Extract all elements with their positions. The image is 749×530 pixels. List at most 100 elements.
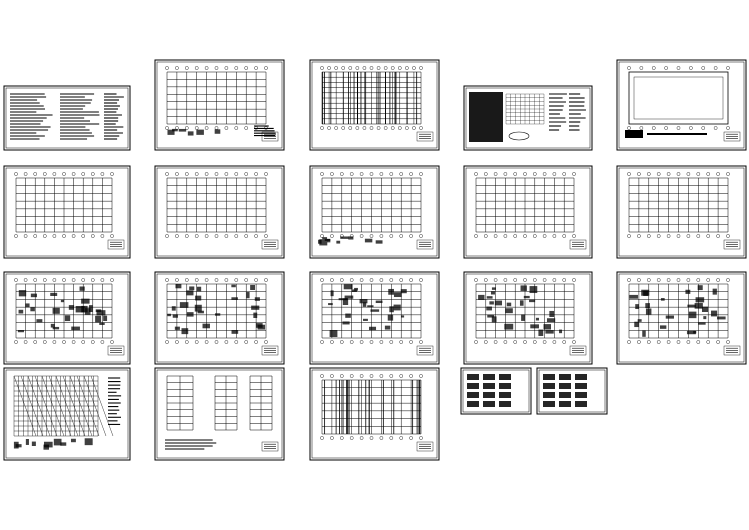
room-annotation <box>88 305 93 312</box>
axis-bubble <box>165 278 169 282</box>
sheet-inner-border <box>156 273 283 363</box>
room-annotation <box>75 306 85 313</box>
axis-bubble <box>100 278 105 282</box>
axis-bubble <box>14 234 18 238</box>
axis-bubble <box>503 234 508 238</box>
axis-bubble <box>389 172 394 176</box>
axis-bubble <box>14 340 18 344</box>
sheet-inner-border <box>311 273 438 363</box>
axis-bubble <box>562 234 567 238</box>
room-annotation <box>717 316 726 320</box>
axis-bubble <box>656 172 661 176</box>
room-annotation <box>329 330 338 338</box>
room-annotation <box>367 305 374 308</box>
drawing-sheet-s11[interactable] <box>3 271 131 365</box>
room-annotation <box>71 326 80 331</box>
axis-bubble <box>664 66 668 70</box>
room-annotation <box>246 292 250 299</box>
axis-bubble <box>234 278 239 282</box>
axis-bubble <box>409 172 413 176</box>
sheet-inner-border <box>465 273 591 363</box>
title-block <box>261 131 279 142</box>
axis-bubble <box>627 66 631 70</box>
axis-bubble <box>676 172 681 176</box>
axis-bubble <box>572 234 576 238</box>
drawing-sheet-s19[interactable] <box>460 367 532 415</box>
room-annotation <box>393 292 402 298</box>
drawing-sheet-s08[interactable] <box>309 165 440 259</box>
title-block <box>107 239 125 250</box>
drawing-sheet-s01[interactable] <box>3 85 131 151</box>
axis-bubble <box>349 374 354 378</box>
axis-bubble <box>627 234 631 238</box>
drawing-sheet-s03[interactable] <box>309 59 440 151</box>
axis-bubble <box>419 374 423 378</box>
axis-bubble <box>379 436 384 440</box>
axis-bubble <box>214 234 219 238</box>
axis-bubble <box>676 66 681 70</box>
title-block <box>416 345 434 356</box>
axis-bubble <box>204 278 209 282</box>
axis-bubble <box>33 172 38 176</box>
detail-cell <box>543 374 555 380</box>
room-annotation <box>196 129 204 135</box>
axis-bubble <box>355 126 360 130</box>
drawing-sheet-s17[interactable] <box>154 367 285 461</box>
axis-bubble <box>204 126 209 130</box>
axis-bubble <box>369 340 374 344</box>
drawing-sheet-s18[interactable] <box>309 367 440 461</box>
sheet-inner-border <box>465 87 591 149</box>
drawing-sheet-s12[interactable] <box>154 271 285 365</box>
drawing-sheet-s06[interactable] <box>3 165 131 259</box>
drawing-sheet-s16[interactable] <box>3 367 131 461</box>
axis-bubble <box>676 234 681 238</box>
axis-bubble <box>572 278 576 282</box>
detail-cell <box>483 374 495 380</box>
sheet-inner-border <box>156 369 283 459</box>
room-annotation <box>519 300 524 306</box>
axis-bubble <box>533 278 537 282</box>
drawing-sheet-s14[interactable] <box>463 271 593 365</box>
drawing-sheet-s20[interactable] <box>536 367 608 415</box>
room-annotation <box>231 284 236 288</box>
axis-bubble <box>389 234 394 238</box>
room-annotation <box>375 300 383 304</box>
axis-bubble <box>562 340 567 344</box>
axis-bubble <box>165 126 169 130</box>
drawing-sheet-s02[interactable] <box>154 59 285 151</box>
axis-bubble <box>656 278 661 282</box>
axis-bubble <box>14 172 18 176</box>
room-annotation <box>324 238 331 241</box>
room-annotation <box>197 310 204 314</box>
room-annotation <box>543 324 552 330</box>
axis-bubble <box>339 172 344 176</box>
room-annotation <box>523 295 530 299</box>
axis-bubble <box>81 340 85 344</box>
axis-bubble <box>399 340 404 344</box>
drawing-sheet-s10[interactable] <box>616 165 747 259</box>
drawing-sheet-s07[interactable] <box>154 165 285 259</box>
room-annotation <box>17 330 24 333</box>
axis-bubble <box>175 234 179 238</box>
axis-bubble <box>666 340 671 344</box>
drawing-sheet-s09[interactable] <box>463 165 593 259</box>
axis-bubble <box>376 66 381 70</box>
room-annotation <box>172 128 178 132</box>
axis-bubble <box>91 278 95 282</box>
axis-bubble <box>383 126 388 130</box>
rebar-line <box>62 375 86 437</box>
room-annotation <box>175 284 182 289</box>
drawing-sheet-s13[interactable] <box>309 271 440 365</box>
axis-bubble <box>320 436 324 440</box>
detail-cell <box>499 374 511 380</box>
drawing-sheet-s05[interactable] <box>616 59 747 151</box>
drawing-sheet-s15[interactable] <box>616 271 747 365</box>
sheet-inner-border <box>5 167 129 257</box>
roof-outline <box>628 71 729 125</box>
room-annotation <box>701 306 709 313</box>
detail-cell <box>543 401 555 407</box>
axis-bubble <box>43 278 47 282</box>
drawing-sheet-s04[interactable] <box>463 85 593 151</box>
axis-bubble <box>204 172 209 176</box>
axis-bubble <box>23 340 28 344</box>
